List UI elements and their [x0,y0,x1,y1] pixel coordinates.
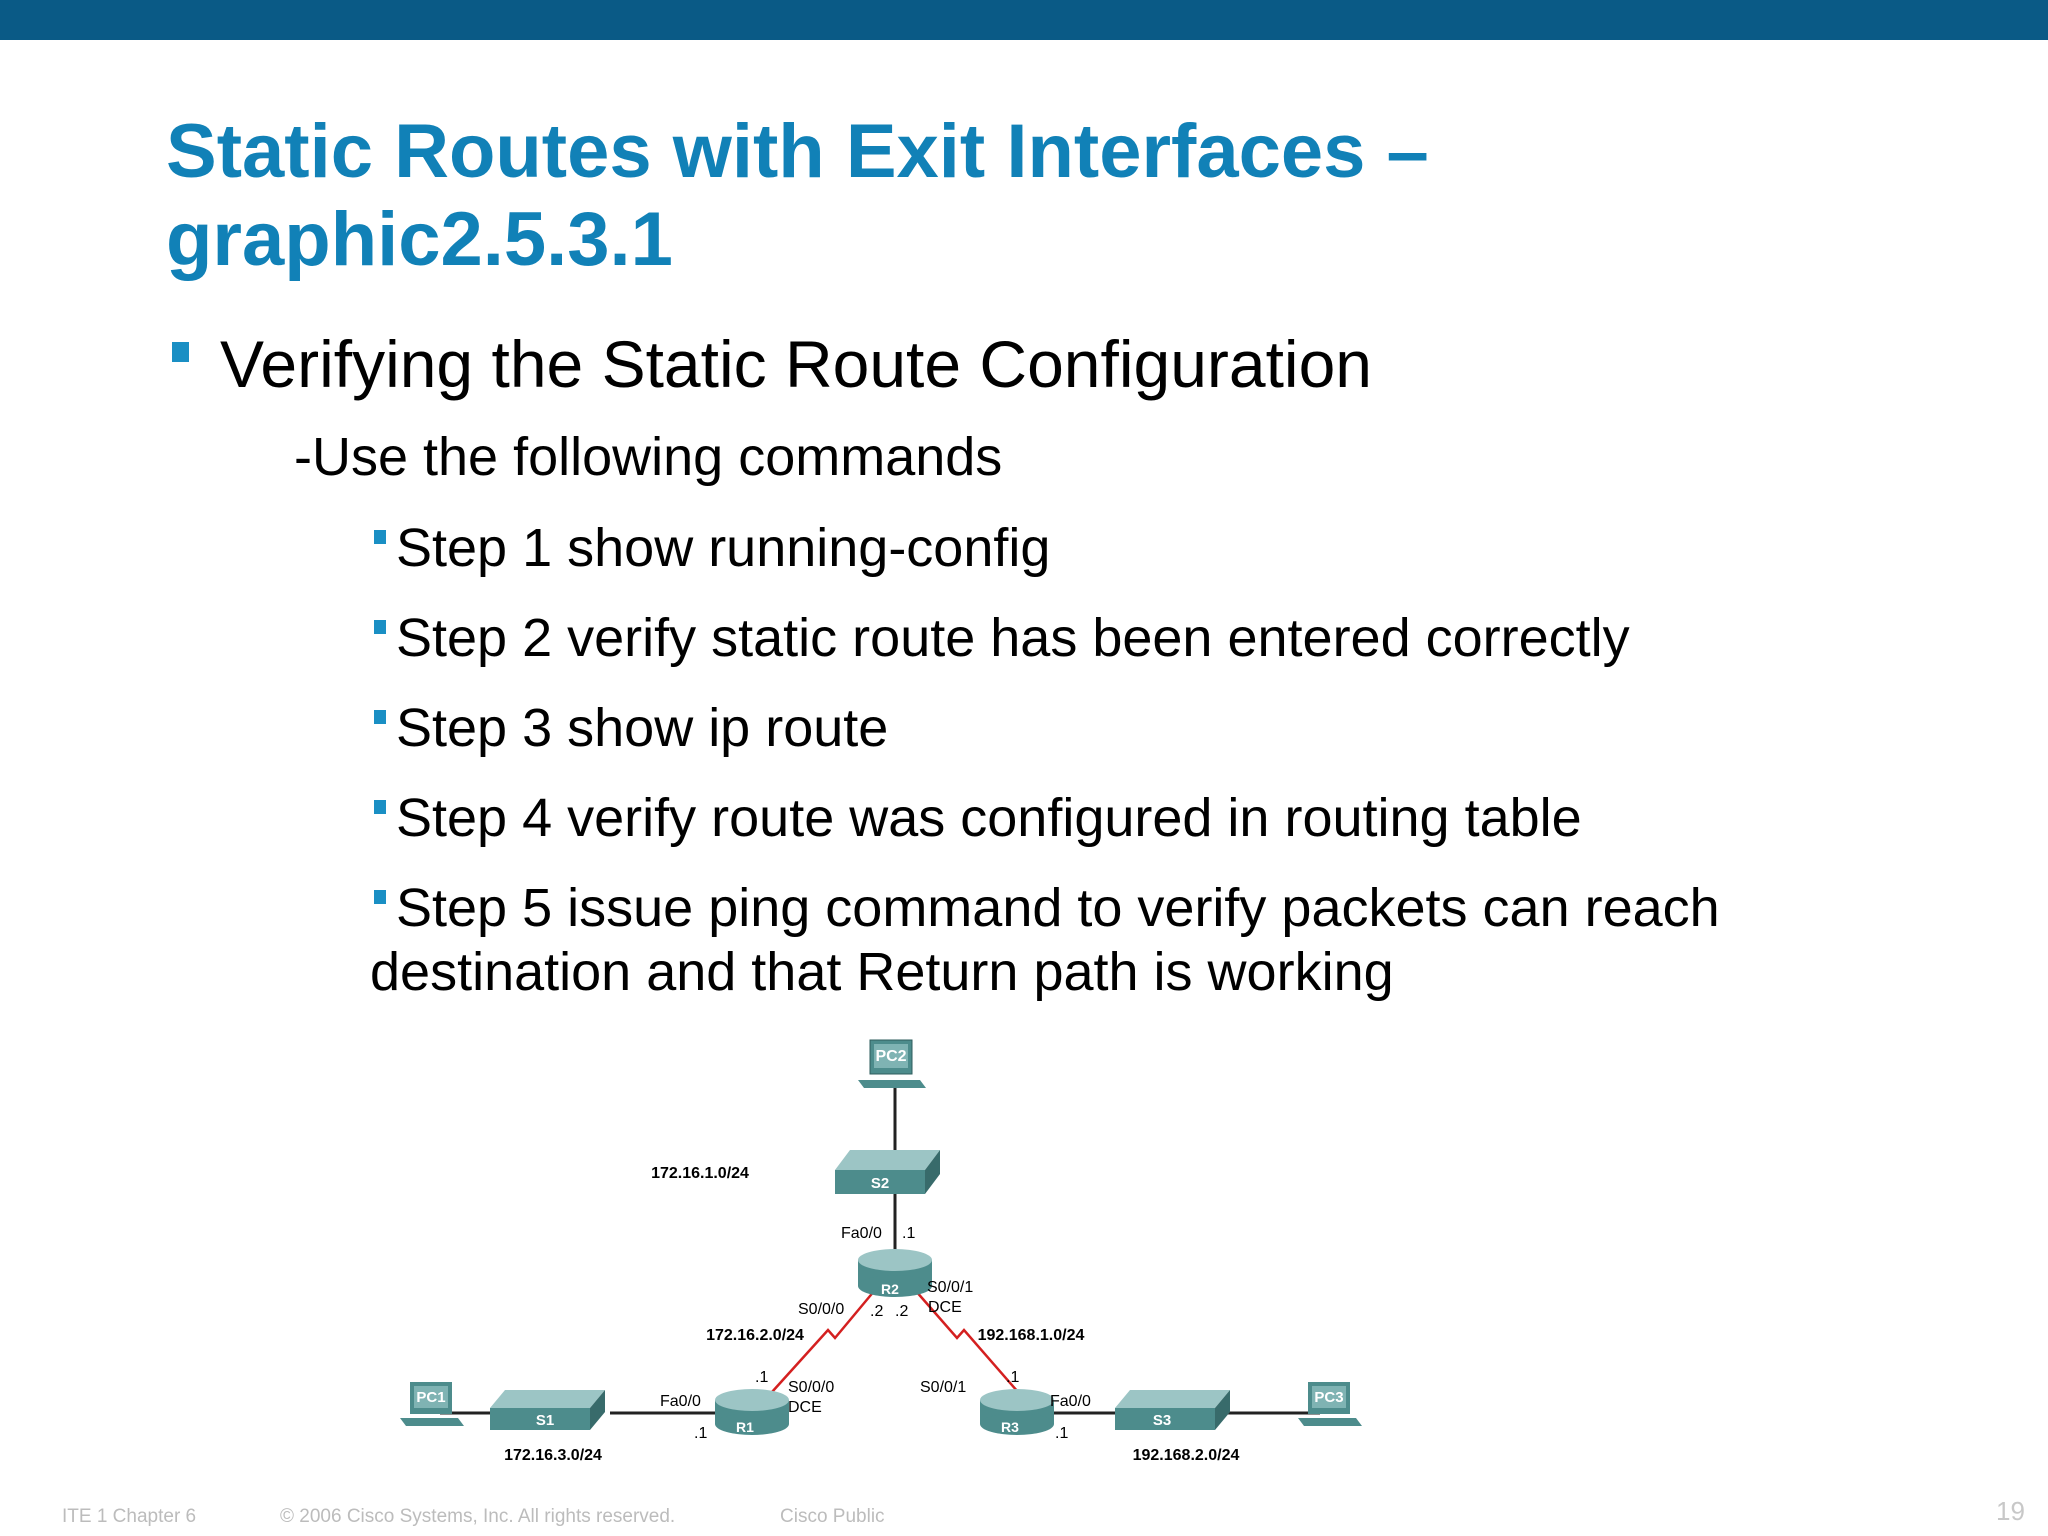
network-topology-diagram: PC2 S2 R2 PC1 S1 R1 R3 [400,1039,1362,1464]
bullet-square-icon [172,342,189,362]
interface-label: Fa0/0 [660,1393,701,1410]
network-label: 192.168.2.0/24 [1133,1447,1240,1464]
r2-label: R2 [881,1281,899,1297]
s2-label: S2 [871,1175,889,1192]
router-r1-icon: R1 [715,1389,789,1435]
interface-label: S0/0/0 [798,1301,844,1318]
router-r3-icon: R3 [980,1389,1054,1435]
pc1-label: PC1 [416,1389,445,1406]
step-text: Step 3 show ip route [396,698,889,758]
step-text: Step 1 show running-config [396,518,1051,578]
slide-title: Static Routes with Exit Interfaces – gra… [166,108,1866,284]
bullet-square-icon [374,620,386,634]
step-text: Step 2 verify static route has been ente… [396,608,1630,668]
step-item: Step 4 verify route was configured in ro… [370,786,1850,850]
pc3-icon: PC3 [1298,1382,1362,1426]
network-label: 172.16.2.0/24 [706,1327,804,1344]
footer-course: ITE 1 Chapter 6 [62,1506,197,1527]
r3-label: R3 [1001,1419,1019,1435]
dce-label: DCE [928,1299,962,1316]
step-item: Step 3 show ip route [370,696,1850,760]
switch-s2-icon: S2 [835,1150,940,1194]
step-item: Step 5 issue ping command to verify pack… [370,876,1850,1004]
step-item: Step 2 verify static route has been ente… [370,606,1850,670]
main-bullet-text: Verifying the Static Route Configuration [220,327,1373,401]
bullet-square-icon [374,710,386,724]
footer-classification: Cisco Public [780,1506,885,1527]
step-item: Step 1 show running-config [370,516,1850,580]
interface-ip-label: .1 [755,1369,768,1386]
interface-label: S0/0/1 [927,1279,973,1296]
s1-label: S1 [536,1412,554,1429]
sub-bullet-text: -Use the following commands [294,427,1003,487]
bullet-square-icon [374,800,386,814]
router-r2-icon: R2 [858,1249,932,1297]
step-text: Step 5 issue ping command to verify pack… [370,878,1720,1002]
interface-ip-label: .2 [870,1303,883,1320]
switch-s1-icon: S1 [490,1390,605,1430]
interface-ip-label: .1 [1006,1369,1019,1386]
interface-ip-label: .1 [902,1225,915,1242]
interface-label: S0/0/1 [920,1379,966,1396]
pc1-icon: PC1 [400,1382,464,1426]
dce-label: DCE [788,1399,822,1416]
serial-link-r2-r3 [914,1289,1019,1393]
interface-ip-label: .1 [1055,1425,1068,1442]
s3-label: S3 [1153,1412,1171,1429]
network-label: 192.168.1.0/24 [978,1327,1085,1344]
network-label: 172.16.3.0/24 [504,1447,602,1464]
interface-label: Fa0/0 [1050,1393,1091,1410]
serial-link-r1-r2 [771,1289,876,1393]
pc2-label: PC2 [875,1048,906,1065]
footer-copyright: © 2006 Cisco Systems, Inc. All rights re… [280,1506,676,1527]
top-banner [0,0,2048,40]
title-line-1: Static Routes with Exit Interfaces – [166,109,1429,194]
page-number: 19 [1996,1496,2025,1526]
pc3-label: PC3 [1314,1389,1343,1406]
bullet-square-icon [374,890,386,904]
network-label: 172.16.1.0/24 [651,1165,749,1182]
pc2-icon: PC2 [858,1039,926,1088]
interface-label: S0/0/0 [788,1379,834,1396]
r1-label: R1 [736,1419,754,1435]
switch-s3-icon: S3 [1115,1390,1230,1430]
interface-label: Fa0/0 [841,1225,882,1242]
step-text: Step 4 verify route was configured in ro… [396,788,1582,848]
interface-ip-label: .2 [895,1303,908,1320]
interface-ip-label: .1 [694,1425,707,1442]
title-line-2: graphic2.5.3.1 [166,197,673,282]
bullet-square-icon [374,530,386,544]
